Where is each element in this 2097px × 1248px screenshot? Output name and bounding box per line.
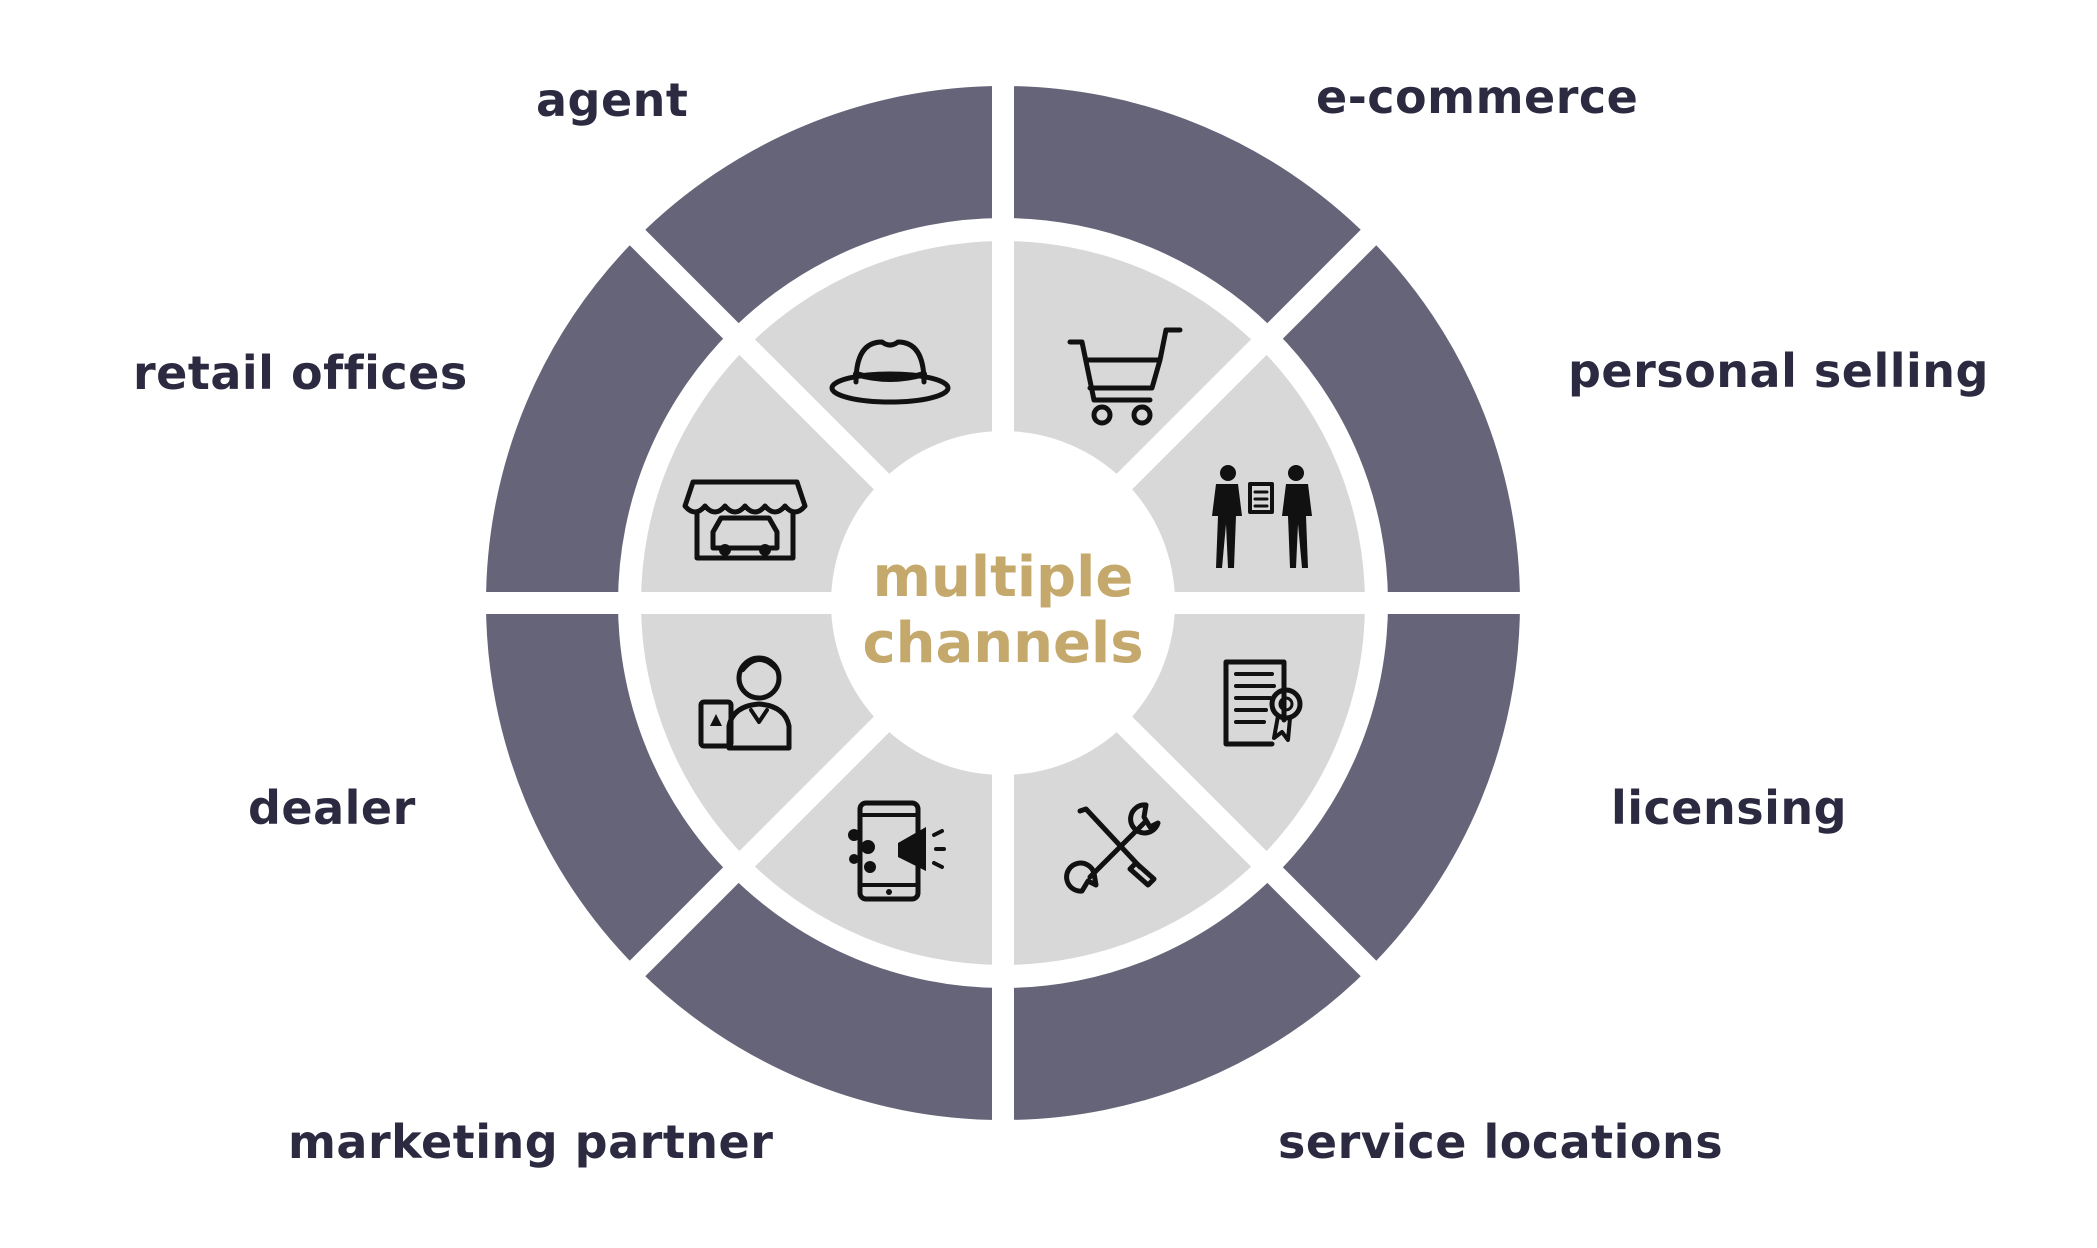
outer-segment-agent: [637, 85, 1003, 331]
label-marketing-partner: marketing partner: [288, 1115, 774, 1169]
center-title-line1: multiple: [872, 545, 1134, 610]
car-storefront-icon: [682, 479, 808, 561]
outer-segment-e-commerce: [1003, 86, 1369, 331]
outer-segment-personal-selling: [1275, 237, 1520, 604]
segment-divider: [995, 222, 1384, 611]
segment-divider: [622, 222, 1011, 611]
segment-divider: [995, 595, 1384, 984]
mobile-megaphone-icon: [848, 800, 946, 902]
outer-segment-dealer: [486, 603, 731, 969]
shopping-cart-icon: [1067, 327, 1183, 426]
label-licensing: licensing: [1611, 781, 1848, 835]
outer-segment-marketing-partner: [637, 875, 1003, 1120]
label-service-locations: service locations: [1278, 1115, 1724, 1169]
outer-segment-licensing: [1275, 603, 1520, 969]
ring-separators: [476, 76, 1530, 1130]
wrench-screwdriver-icon: [1064, 802, 1161, 894]
handshake-people-icon: [1212, 465, 1312, 568]
center-title-line2: channels: [862, 611, 1144, 676]
card-dealer-icon: [698, 655, 792, 751]
label-retail-offices: retail offices: [133, 346, 468, 400]
outer-segment-retail-offices: [486, 237, 731, 604]
certificate-icon: [1223, 659, 1303, 747]
label-personal-selling: personal selling: [1568, 344, 1989, 398]
outer-ring: [486, 85, 1520, 1120]
center-title: multiple channels: [843, 545, 1163, 677]
label-e-commerce: e-commerce: [1316, 70, 1639, 124]
segment-divider: [622, 595, 1011, 984]
outer-segment-service-locations: [1003, 875, 1369, 1120]
label-agent: agent: [536, 73, 689, 127]
fedora-hat-icon: [829, 339, 951, 405]
label-dealer: dealer: [248, 781, 416, 835]
